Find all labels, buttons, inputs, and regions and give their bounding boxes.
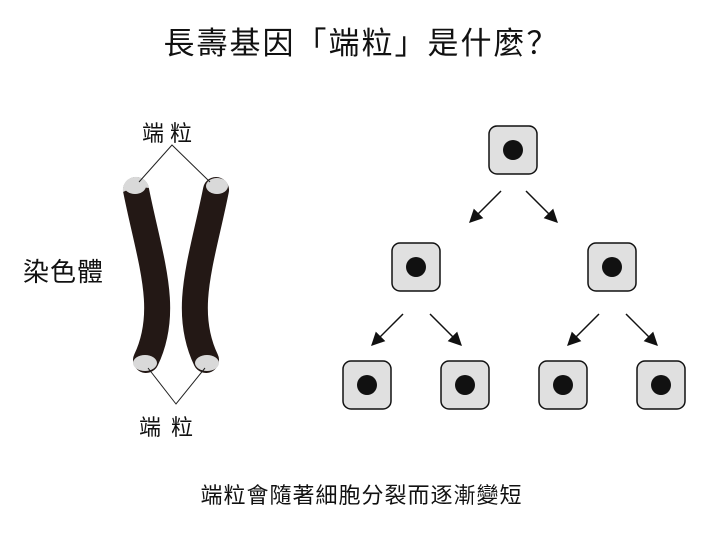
arrow-gen2-rl [567,313,600,346]
telomere-cap-bottom-left [133,355,157,371]
arrow-gen2-ll [371,313,404,346]
chromosome [122,176,229,373]
arrow-gen2-lr [429,313,462,346]
cell-gen3-3 [538,360,588,410]
cell-gen3-1 [342,360,392,410]
page-title: 長壽基因「端粒」是什麼？ [163,26,560,62]
telomere-label-bottom: 端粒 [139,416,204,441]
telomere-pointer-lines [138,144,211,405]
pointer-line-bottom [147,367,206,405]
telomere-cap-bottom-right [195,355,219,371]
arrow-gen1-left [469,190,502,223]
telomere-cap-top-right [206,178,228,194]
arrow-gen2-rr [625,313,658,346]
cell-gen2-left [391,242,441,292]
cell-gen2-right [587,242,637,292]
arrow-gen1-right [525,190,558,223]
chromosome-arm-right [181,177,229,373]
chromosome-arm-left [123,177,171,373]
chromosome-label: 染色體 [23,258,105,288]
cell-gen3-2 [440,360,490,410]
caption: 端粒會隨著細胞分裂而逐漸變短 [200,484,523,509]
telomere-label-top: 端粒 [142,122,199,147]
cell-gen3-4 [636,360,686,410]
telomere-cap-top-left-shape [124,178,146,194]
cell-division-tree [342,125,686,410]
cell-gen1 [488,125,538,175]
pointer-line-top [138,144,211,183]
